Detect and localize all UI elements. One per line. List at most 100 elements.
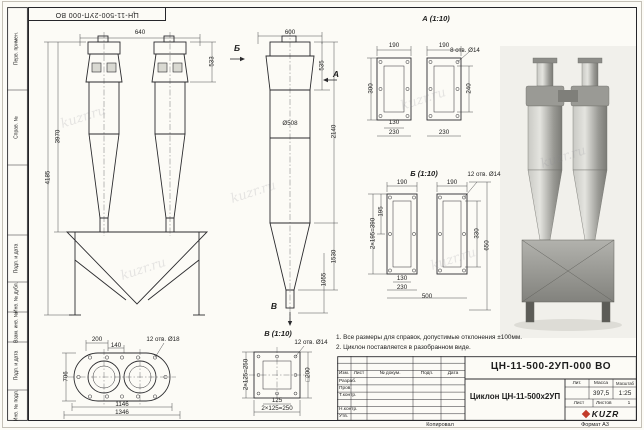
tb-col-podp: Подп. [420,371,434,376]
detail-v-holes-note: 12 отв. Ø14 [294,339,328,346]
detail-b-dim-right-outer: 650 [483,240,491,251]
tb-row-nkontr: Н.контр. [339,407,358,412]
tb-lit-label: Лит. [572,381,582,386]
photo-cyclone-right [570,57,610,241]
photo-inlet-duct [558,90,578,102]
section-arrow-v [287,312,293,326]
photo-cyclone-left [525,57,565,241]
corner-doc-number-box: ЦН-11-500-2УП-000 ВО [29,8,166,21]
dim-front-height-inner: 3970 [54,129,62,144]
detail-a-dim-w1: 190 [388,42,400,49]
plan-dim-t2: 140 [110,342,122,349]
tb-row-utv: Утв. [339,414,349,419]
dim-front-top-height: 533 [208,56,216,67]
detail-v-holes [256,354,298,396]
detail-b-flanges [386,193,468,275]
detail-b-dim-w1: 190 [396,179,408,186]
label-arrow-b: Б [233,43,241,53]
detail-b-dim-w2: 190 [446,179,458,186]
plan-dim-left: 706 [62,371,70,382]
detail-b-dim-left-outer: 2×195=390 [369,217,377,250]
tb-col-list: Лист [353,371,365,376]
detail-v-dim-b2: 2×125=250 [261,405,293,412]
detail-a-flanges [376,57,462,121]
detail-b-dim-b1: 130 [396,275,408,282]
tb-mass-label: Масса [593,381,609,386]
detail-a-holes-note: 8 отв. Ø14 [450,47,480,54]
tb-scale-value: 1:25 [618,390,632,397]
detail-v-drawing [242,345,312,416]
tb-scale-label: Масштаб [616,381,634,386]
label-arrow-a: А [332,69,340,79]
plan-dim-b1: 1146 [115,401,129,408]
section-arrow-b [230,56,245,62]
photo-shadow [514,319,622,331]
detail-a-dim-b3: 230 [438,129,450,136]
front-view-drawing [44,32,216,316]
detail-b-holes-note: 12 отв. Ø14 [467,171,501,178]
tb-col-izm: Изм. [338,371,350,376]
detail-b-dim-b2: 230 [396,284,408,291]
detail-v-dim-left: 2×125=250 [242,358,250,391]
left-stamp-grid [7,7,28,421]
company-logo: KUZR [567,407,635,420]
detail-v-dim-right: □200 [304,367,312,382]
tb-mass-value: 397,5 [592,390,610,397]
detail-b-dim-right-inner: 330 [473,228,481,239]
tb-product-title: Циклон ЦН-11-500х2УП [469,392,561,401]
label-arrow-v: В [270,301,278,311]
dim-side-top-height: 535 [318,60,326,71]
detail-a-dim-left: 300 [367,83,375,94]
detail-a-title: А (1:10) [422,14,450,23]
dim-front-width: 640 [134,29,146,36]
detail-v-dim-b1: 125 [271,397,283,404]
side-view-drawing [257,30,338,326]
stamp-label-inv-podl: Инв. № подл. [13,389,20,422]
detail-a-holes [378,60,460,118]
side-cyclone-body [265,35,315,309]
section-arrow-a [323,77,337,83]
dim-side-width: 600 [284,29,296,36]
plan-holes [76,355,168,399]
detail-a-dim-b2: 230 [388,129,400,136]
photo-bin [521,239,615,323]
dim-side-cone-height: 1530 [330,249,338,264]
tb-sheet-label: Лист [573,401,585,406]
footer-copied: Копировал [426,422,454,428]
plan-holes-note: 12 отв. Ø18 [146,336,180,343]
detail-b-drawing [368,181,491,311]
front-cyclone-left [85,35,123,233]
note-2: 2. Циклон поставляется в разобранном вид… [336,344,471,351]
company-logo-text: KUZR [591,408,620,419]
detail-v-title: В (1:10) [264,329,292,338]
detail-b-dim-left-inner: 195 [377,206,385,217]
dim-front-height-outer: 4185 [44,170,52,185]
detail-a-dim-right: 240 [465,83,473,94]
stamp-label-perv-primen: Перв. примен. [13,31,20,66]
note-1: 1. Все размеры для справок, допустимые о… [336,334,523,341]
detail-b-dim-b3: 500 [421,293,433,300]
tb-col-dokum: № докум. [379,371,401,376]
detail-v-flange [253,351,301,399]
tb-row-razrab: Разраб. [339,379,357,384]
dim-side-diameter: Ø508 [282,120,298,127]
tb-col-data: Дата [447,371,459,376]
detail-b-holes [388,195,466,273]
corner-doc-number: ЦН-11-500-2УП-000 ВО [55,11,139,18]
detail-a-dim-w2: 190 [438,42,450,49]
tb-sheets-value: 1 [627,401,631,406]
dim-side-body-height: 2140 [330,124,338,139]
plan-dim-t1: 200 [91,336,103,343]
company-logo-icon [581,409,590,418]
product-photo [500,46,637,338]
front-hopper-stand [65,231,209,316]
plan-dim-b2: 1346 [115,409,129,416]
dim-side-outlet-height: 1055 [320,272,328,287]
detail-a-dim-b1: 130 [388,119,400,126]
footer-format: Формат А3 [581,422,609,428]
tb-row-tkontr: Т.контр. [339,393,357,398]
detail-b-title: Б (1:10) [410,169,438,178]
stamp-label-sprav-no: Справ. № [13,116,20,139]
drawing-frame [28,7,637,421]
